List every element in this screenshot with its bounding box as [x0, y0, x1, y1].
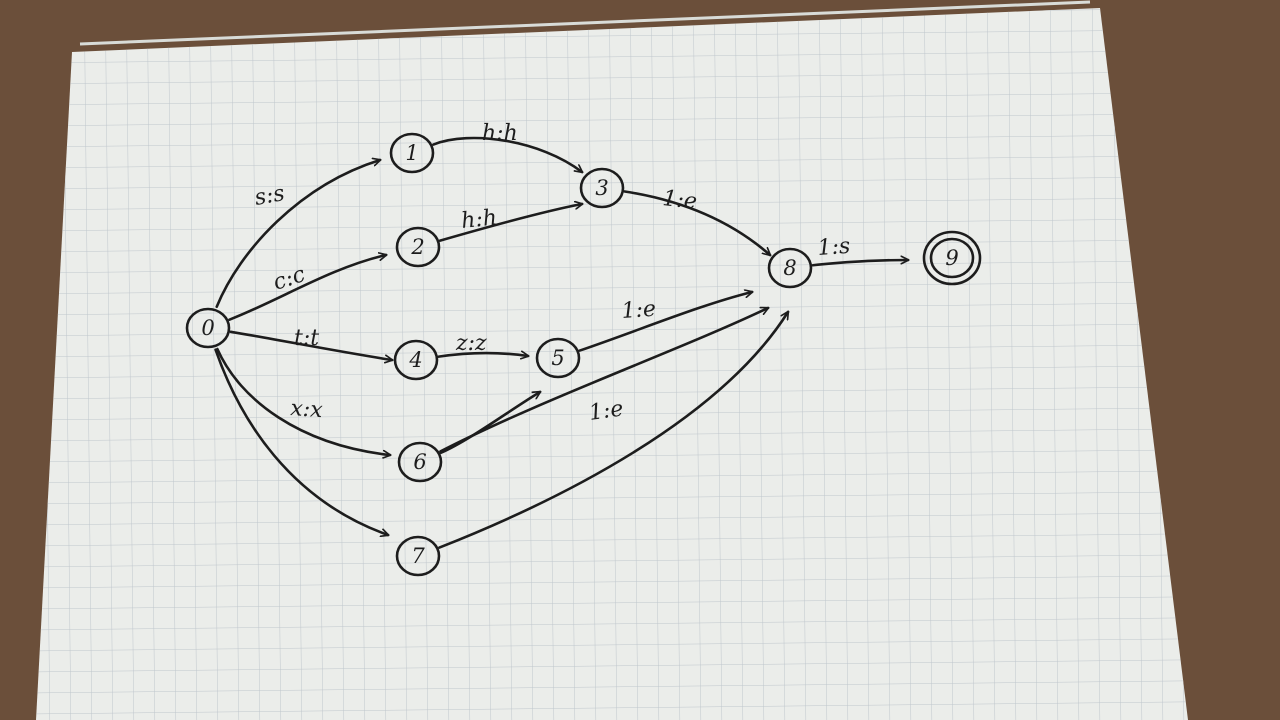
nodes-layer: 0 1 2 3 4 5 6 7 8 9 — [185, 132, 982, 577]
node-circle-6 — [397, 441, 443, 483]
node-8: 8 — [767, 247, 813, 289]
edge-0-7 — [214, 348, 388, 535]
node-circle-4 — [393, 339, 439, 381]
node-label-6: 6 — [413, 450, 426, 474]
node-label-0: 0 — [201, 316, 214, 340]
node-final-ring-9 — [922, 230, 982, 286]
node-label-9: 9 — [945, 246, 958, 270]
edge-0-4: t:t — [229, 326, 392, 360]
edge-0-1: s:s — [215, 160, 380, 309]
node-circle-3 — [579, 167, 625, 209]
edge-line-1-3 — [432, 136, 582, 174]
edge-8-9: 1:s — [811, 234, 908, 267]
node-circle-7 — [395, 535, 441, 577]
node-5: 5 — [535, 337, 581, 379]
edge-line-0-6 — [216, 347, 390, 455]
edge-6-5 — [439, 390, 540, 455]
node-4: 4 — [393, 339, 439, 381]
edge-label-5-8: 1:e — [621, 297, 657, 324]
edge-1-3: h:h — [432, 121, 582, 174]
edge-7-8 — [438, 312, 790, 549]
node-circle-8 — [767, 247, 813, 289]
edge-label-0-4: t:t — [294, 326, 319, 351]
edge-line-3-8 — [623, 190, 770, 255]
edge-line-0-4 — [229, 330, 392, 360]
edge-2-3: h:h — [438, 204, 582, 242]
edge-line-7-8 — [438, 312, 790, 549]
edge-line-2-3 — [438, 204, 582, 242]
edge-line-5-8 — [578, 292, 752, 352]
node-7: 7 — [395, 535, 441, 577]
edge-label-4-5: z:z — [455, 331, 487, 356]
edge-line-6-5 — [439, 390, 540, 455]
node-2: 2 — [395, 226, 441, 268]
edge-4-5: z:z — [437, 331, 528, 357]
edge-line-0-2 — [228, 255, 386, 321]
edge-label-0-6: x:x — [290, 396, 324, 423]
edge-label-2-3: h:h — [460, 205, 498, 234]
node-label-8: 8 — [783, 256, 796, 280]
node-9: 9 — [922, 230, 982, 286]
node-label-4: 4 — [408, 348, 422, 372]
back-sheet-edge — [79, 0, 1091, 46]
edge-5-8: 1:e — [578, 292, 752, 352]
node-1: 1 — [389, 132, 435, 174]
node-label-3: 3 — [595, 176, 608, 200]
node-circle-0 — [185, 307, 231, 349]
edge-line-4-5 — [437, 353, 528, 357]
node-label-1: 1 — [405, 141, 418, 165]
node-circle-1 — [389, 132, 435, 174]
node-3: 3 — [579, 167, 625, 209]
node-label-7: 7 — [411, 544, 425, 568]
edge-line-0-7 — [214, 348, 388, 535]
edge-line-6-8 — [439, 308, 768, 453]
edge-3-8: 1:e — [623, 186, 770, 255]
edge-6-8: 1:e — [439, 308, 768, 453]
edge-line-8-9 — [811, 260, 908, 267]
node-0: 0 — [185, 307, 231, 349]
edge-label-1-3: h:h — [482, 121, 518, 146]
node-circle-5 — [535, 337, 581, 379]
edge-label-0-1: s:s — [253, 181, 287, 211]
node-label-5: 5 — [551, 346, 564, 370]
edge-line-0-1 — [215, 160, 380, 309]
edge-label-8-9: 1:s — [817, 234, 851, 261]
edge-0-6: x:x — [216, 347, 390, 455]
node-6: 6 — [397, 441, 443, 483]
node-label-2: 2 — [410, 235, 424, 259]
edge-label-6-8: 1:e — [587, 396, 625, 426]
edge-label-3-8: 1:e — [661, 186, 698, 214]
node-circle-2 — [395, 226, 441, 268]
node-circle-9 — [929, 237, 975, 279]
paper-grid — [36, 8, 1188, 720]
